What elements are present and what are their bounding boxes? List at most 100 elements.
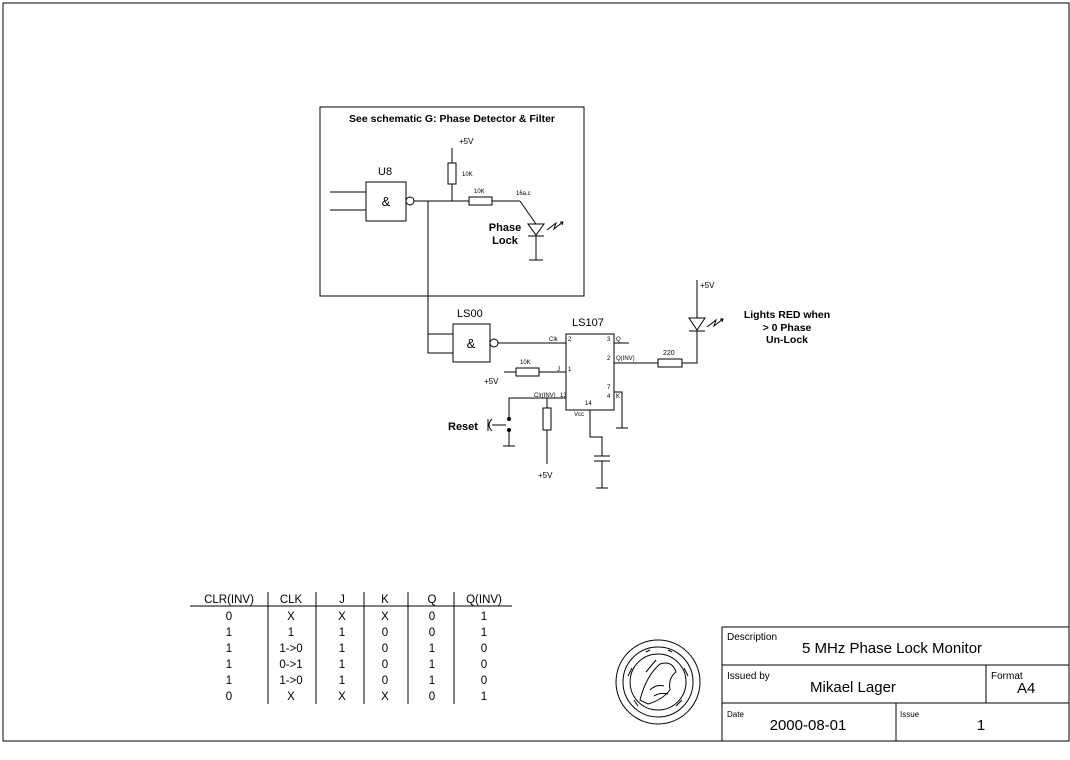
truth-table-header: Q(INV) [466, 594, 502, 606]
truth-table-cell: 0 [382, 659, 388, 671]
ls107-pin-clr-number: 13 [560, 393, 567, 399]
clr-vcc-label: +5V [538, 471, 553, 480]
title-block: Description 5 MHz Phase Lock Monitor Iss… [721, 626, 1070, 742]
seal-emblem-icon [615, 639, 701, 725]
truth-table-cell: 1 [339, 659, 345, 671]
led-pin-label: 16a,c [516, 191, 531, 197]
pullup-resistor-value: 10K [462, 172, 473, 178]
ls107-pin-j-number: 1 [568, 367, 572, 373]
ls107-flipflop: LS107 Clk 2 3 Q 2 Q(INV) J 1 7 Clr(INV) … [448, 317, 658, 489]
truth-table-cell: 0 [481, 643, 487, 655]
unlock-led-emission-icon [706, 318, 724, 328]
clr-wire [508, 397, 566, 418]
truth-table-cell: X [381, 691, 389, 703]
reset-label: Reset [448, 421, 478, 433]
phase-lock-led-emission-icon [546, 221, 564, 231]
ls107-pin-qinv-label: Q(INV) [616, 356, 635, 362]
truth-table-cell: 1 [481, 611, 487, 623]
format-value: A4 [1017, 680, 1035, 697]
truth-table-cell: X [287, 691, 295, 703]
description-label: Description [727, 632, 777, 643]
truth-table-header: Q [428, 594, 437, 606]
issued-by-label: Issued by [727, 671, 770, 682]
truth-table-cell: 0 [382, 675, 388, 687]
truth-table-cell: 0 [382, 643, 388, 655]
truth-table-cell: 0 [429, 627, 435, 639]
pullup-resistor [447, 162, 457, 185]
truth-table-cell: 1->0 [279, 643, 302, 655]
ls107-label: LS107 [572, 317, 604, 329]
truth-table-cell: 0 [429, 691, 435, 703]
unlock-led [688, 317, 706, 331]
ls00-gate-symbol: & [467, 336, 476, 351]
j-resistor-value: 10K [520, 360, 531, 366]
truth-table-cell: 1 [339, 643, 345, 655]
unlock-led-resistor [657, 358, 683, 368]
date-value: 2000-08-01 [770, 717, 847, 734]
truth-table-cell: X [287, 611, 295, 623]
ls107-pin-qinv-number: 2 [607, 356, 611, 362]
u8-gate-symbol: & [382, 194, 391, 209]
vcc-to-capacitor-wire [589, 410, 603, 456]
ls00-input-b [427, 334, 453, 354]
series-resistor-value: 10K [474, 189, 485, 195]
truth-table-cell: 1 [481, 691, 487, 703]
ls107-pin-j-label: J [557, 367, 560, 373]
truth-table-cell: 1 [288, 627, 294, 639]
led-feed-diagonal [519, 200, 537, 225]
j-pullup-resistor [515, 367, 540, 377]
truth-table-cell: 1 [226, 627, 232, 639]
sheet-border [2, 2, 1070, 742]
series-resistor [468, 196, 493, 206]
ls107-pin-q-label: Q [616, 337, 621, 343]
reset-pushbutton-icon [487, 418, 506, 432]
issued-by-value: Mikael Lager [810, 679, 896, 696]
subsheet-frame [319, 106, 585, 297]
description-value: 5 MHz Phase Lock Monitor [802, 640, 982, 657]
ls00-inversion-bubble [489, 338, 499, 348]
date-label: Date [727, 710, 744, 719]
unlock-note-1: Lights RED when [744, 309, 830, 321]
truth-table-cell: 1 [429, 659, 435, 671]
truth-table-header: J [339, 594, 345, 606]
u8-label: U8 [378, 166, 392, 178]
ls00-gate-group: LS00 & [427, 308, 566, 363]
phase-lock-label-1: Phase [489, 222, 521, 234]
truth-table-cell: X [381, 611, 389, 623]
truth-table-cell: 1 [339, 627, 345, 639]
truth-table-cell: 0 [226, 691, 232, 703]
truth-table-cell: 1 [481, 627, 487, 639]
ls107-pin-vcc-label: Vcc [574, 412, 584, 418]
truth-table-header: CLR(INV) [204, 594, 254, 606]
j-vcc-label: +5V [484, 377, 499, 386]
truth-table-cell: 1 [429, 643, 435, 655]
issue-value: 1 [977, 717, 985, 734]
truth-table-cell: X [338, 611, 346, 623]
unlock-led-to-resistor-wire [682, 331, 698, 364]
unlock-led-group: +5V 220 Lights RED when > 0 Phase Un-Loc… [657, 280, 830, 368]
reset-switch-contact-bottom [507, 428, 511, 432]
subsheet-title: See schematic G: Phase Detector & Filter [349, 113, 555, 125]
truth-table-cell: 1 [339, 675, 345, 687]
ls107-pin-q-number: 3 [607, 337, 611, 343]
phase-lock-label-2: Lock [492, 235, 519, 247]
unlock-note-3: Un-Lock [766, 334, 808, 346]
truth-table-cell: 0->1 [279, 659, 302, 671]
format-label: Format [991, 671, 1023, 682]
ls107-pin-clk-label: Clk [549, 337, 559, 343]
ls107-pin-clr-label: Clr(INV) [534, 393, 556, 399]
truth-table-cell: 1 [429, 675, 435, 687]
truth-table-cell: 0 [481, 675, 487, 687]
unlock-led-resistor-value: 220 [663, 350, 675, 357]
truth-table-cell: 0 [481, 659, 487, 671]
truth-table-cell: 0 [429, 611, 435, 623]
ls00-label: LS00 [457, 308, 483, 320]
phase-lock-led [527, 223, 545, 236]
unlock-note-2: > 0 Phase [763, 322, 812, 334]
ls107-pin-k-label: K [616, 394, 620, 400]
truth-table-cell: 0 [226, 611, 232, 623]
ls107-pin-7-number: 7 [607, 385, 611, 391]
ls107-pin-clk-number: 2 [568, 337, 572, 343]
